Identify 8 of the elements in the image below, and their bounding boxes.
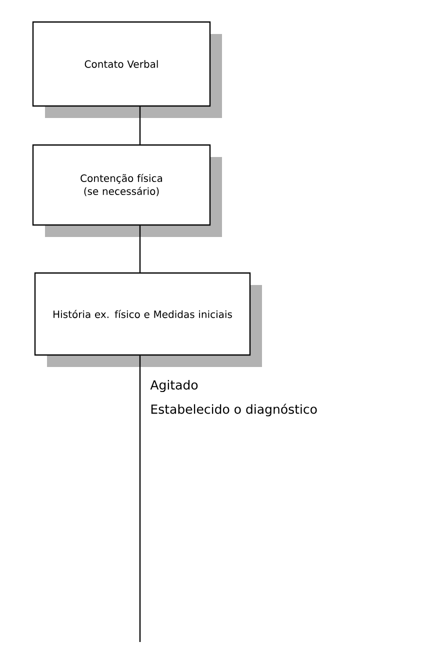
note-text: Agitado <box>150 380 198 392</box>
process-box: História ex. físico e Medidas iniciais <box>34 272 262 367</box>
connector-line <box>139 106 141 144</box>
connector-line <box>139 356 141 642</box>
connector-line <box>139 226 141 272</box>
process-box: Contenção física (se necessário) <box>32 144 222 237</box>
process-box: Contato Verbal <box>32 21 222 118</box>
note-text: Estabelecido o diagnóstico <box>151 404 317 416</box>
